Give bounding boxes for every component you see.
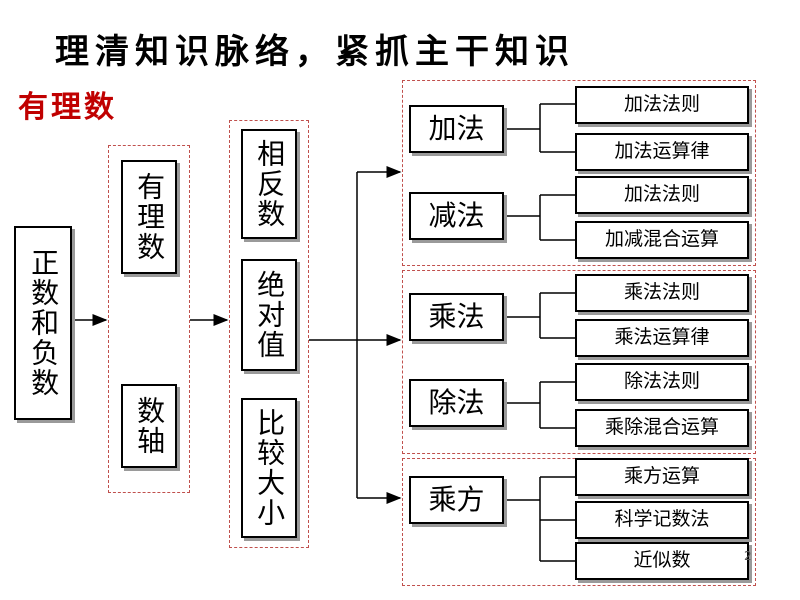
leaf-multiplication-rule: 乘法法则 <box>575 274 749 312</box>
leaf-multiplication-law: 乘法运算律 <box>575 319 749 357</box>
group1-frame <box>108 145 190 493</box>
slide-title: 理清知识脉络，紧抓主干知识 <box>55 32 575 72</box>
op-power: 乘方 <box>409 476 504 524</box>
op-multiplication: 乘法 <box>409 293 504 341</box>
node-compare-size: 比较大小 <box>241 398 297 538</box>
leaf-addition-law: 加法运算律 <box>575 133 749 171</box>
op-division: 除法 <box>409 379 504 427</box>
op-subtraction: 减法 <box>409 192 504 240</box>
leaf-scientific-notation: 科学记数法 <box>575 501 749 539</box>
topic-subtitle: 有理数 <box>18 90 117 125</box>
group2-frame <box>229 120 309 548</box>
node-compare-size-label: 比较大小 <box>253 408 287 528</box>
node-rational-number-label: 有理数 <box>133 172 167 262</box>
leaf-approximate-number: 近似数 <box>575 542 749 580</box>
leaf-power-operation: 乘方运算 <box>575 458 749 496</box>
node-opposite-number: 相反数 <box>241 129 297 239</box>
node-absolute-value-label: 绝对值 <box>253 270 287 360</box>
op-addition: 加法 <box>409 105 504 153</box>
root-node-label: 正数和负数 <box>27 248 61 398</box>
page-number: 2 <box>744 549 752 563</box>
leaf-subtraction-rule: 加法法则 <box>575 176 749 214</box>
node-opposite-number-label: 相反数 <box>253 139 287 229</box>
leaf-add-sub-mixed: 加减混合运算 <box>575 221 749 259</box>
node-number-line-label: 数轴 <box>133 396 167 456</box>
leaf-division-rule: 除法法则 <box>575 363 749 401</box>
node-number-line: 数轴 <box>121 384 177 468</box>
add-sub-frame <box>402 80 756 266</box>
leaf-addition-rule: 加法法则 <box>575 86 749 124</box>
root-node: 正数和负数 <box>14 226 72 420</box>
node-rational-number: 有理数 <box>121 160 177 274</box>
leaf-mul-div-mixed: 乘除混合运算 <box>575 409 749 447</box>
node-absolute-value: 绝对值 <box>241 259 297 371</box>
mul-div-frame <box>402 270 756 454</box>
